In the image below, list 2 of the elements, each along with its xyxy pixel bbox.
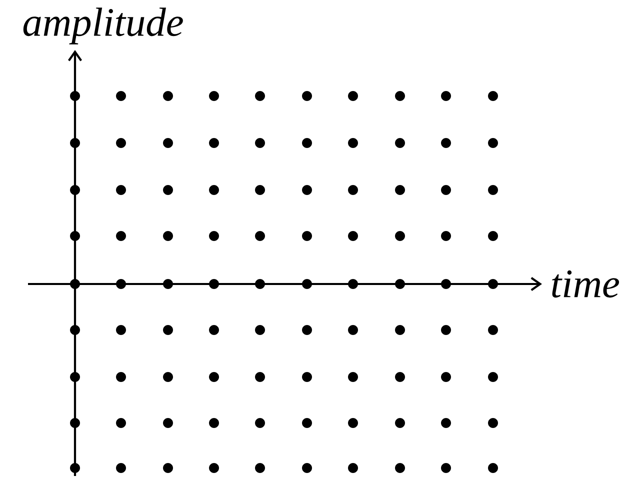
axis-label: amplitude (23, 8, 183, 44)
axis-label: time (552, 270, 620, 298)
